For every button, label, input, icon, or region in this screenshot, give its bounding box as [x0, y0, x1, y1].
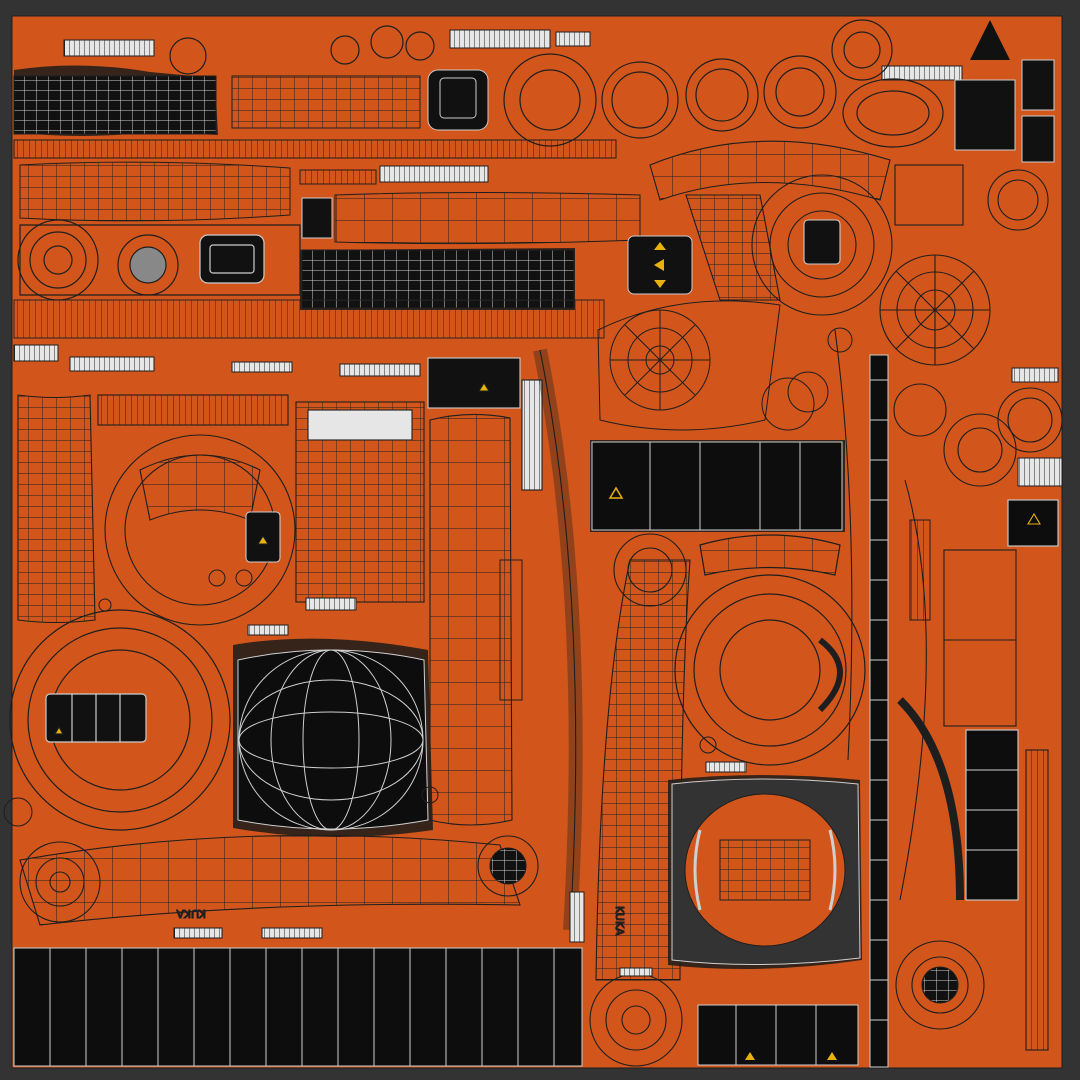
vertical-black-strip — [869, 354, 889, 1068]
arrow-down-icon — [654, 280, 666, 288]
arm-island-bottom: KUKA — [19, 834, 539, 926]
left-mechanism — [17, 219, 301, 301]
round-island-left — [9, 609, 231, 831]
small-parts — [3, 327, 1063, 977]
black-sphere-panel — [237, 649, 429, 831]
arrow-up-icon — [654, 242, 666, 250]
warning-triangle-icon — [608, 486, 624, 499]
right-column — [895, 413, 1059, 1051]
long-strips — [13, 139, 641, 339]
stamp-vertical: KUKA — [613, 906, 626, 936]
bottom-black-strip — [13, 947, 583, 1067]
round-island-right — [674, 534, 866, 766]
top-row-islands — [13, 20, 1055, 163]
stamp-small: KUKA — [176, 907, 206, 920]
arrow-panel — [627, 235, 693, 295]
arm-island-vertical: KUKA — [589, 533, 691, 1067]
fan-island — [597, 300, 781, 431]
left-middle-cluster — [17, 357, 543, 826]
square-housing — [671, 778, 861, 966]
arrow-left-icon — [654, 259, 664, 271]
bottom-small-panels — [697, 1004, 859, 1066]
black-panel-middle — [591, 441, 843, 531]
upper-right-cluster — [649, 140, 1063, 453]
